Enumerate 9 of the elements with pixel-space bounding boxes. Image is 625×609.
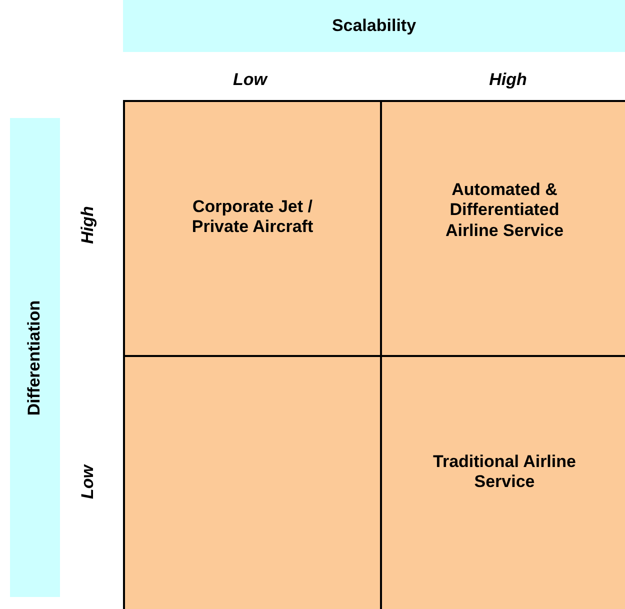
quadrant-cell: Automated & Differentiated Airline Service xyxy=(382,102,625,357)
axis-level-label: Low xyxy=(78,465,98,499)
axis-title-band: Scalability xyxy=(123,0,625,52)
axis-title-band: Differentiation xyxy=(10,118,60,597)
axis-level-label: Low xyxy=(233,70,267,90)
quadrant-cell: Corporate Jet / Private Aircraft xyxy=(125,102,382,357)
quadrant-cell: Traditional Airline Service xyxy=(382,357,625,609)
axis-level-label: High xyxy=(78,206,98,244)
axis-level-label: High xyxy=(489,70,527,90)
